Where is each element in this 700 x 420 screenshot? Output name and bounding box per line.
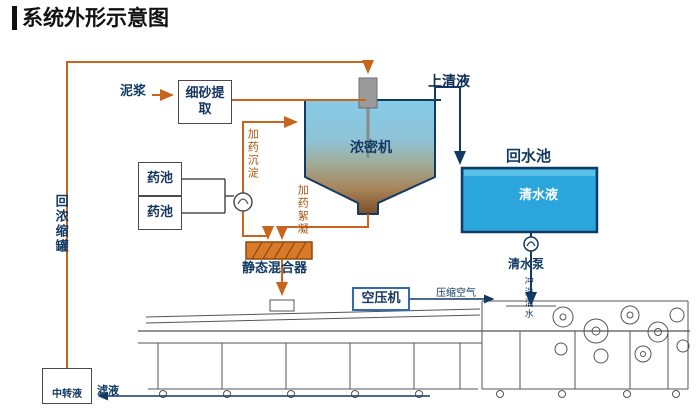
chem-pump-icon <box>233 192 253 212</box>
return-pool-shape <box>460 166 599 234</box>
return-thickener-tank-label: 回浓缩罐 <box>52 194 68 254</box>
mud-label: 泥浆 <box>120 84 147 99</box>
return-pool-label: 回水池 <box>506 147 552 165</box>
flush-water-label: 冲洗清水 <box>522 276 533 320</box>
transfer-pool-box <box>42 368 92 404</box>
dosing-flocculation-label: 加药絮凝 <box>296 184 310 236</box>
chem-pool-bottom-box: 药池 <box>138 196 182 230</box>
clear-water-label: 清水液 <box>519 188 559 203</box>
belt-press-drawing <box>138 299 690 398</box>
clear-water-pump-icon <box>523 236 539 252</box>
supernatant-label: 上清液 <box>428 74 470 90</box>
dosing-sediment-label: 加药沉淀 <box>246 128 260 180</box>
chem-pool-top-label: 药池 <box>146 170 173 186</box>
air-compressor-label: 空压机 <box>361 290 401 306</box>
sand-extraction-label: 细砂提取 <box>185 85 225 117</box>
static-mixer-label: 静态混合器 <box>242 261 308 276</box>
navy-pipes <box>97 86 537 401</box>
static-mixer-shape <box>245 241 313 260</box>
chem-connectors <box>182 178 234 214</box>
chem-pool-top-box: 药池 <box>138 162 182 196</box>
thickener-shape <box>299 77 441 215</box>
transfer-pool-label: 中转液 <box>52 389 82 400</box>
clear-water-pump-label: 清水泵 <box>508 257 545 271</box>
filtrate-label: 滤液 <box>97 384 119 397</box>
thickener-label: 浓密机 <box>350 140 392 156</box>
sand-extraction-box: 细砂提取 <box>178 80 232 124</box>
compressed-air-label: 压缩空气 <box>436 288 476 299</box>
air-compressor-box: 空压机 <box>352 287 410 311</box>
page-title: 系统外形示意图 <box>12 6 169 31</box>
chem-pool-bottom-label: 药池 <box>146 204 173 220</box>
orange-pipes <box>66 60 374 368</box>
mixer-motor <box>358 77 378 109</box>
